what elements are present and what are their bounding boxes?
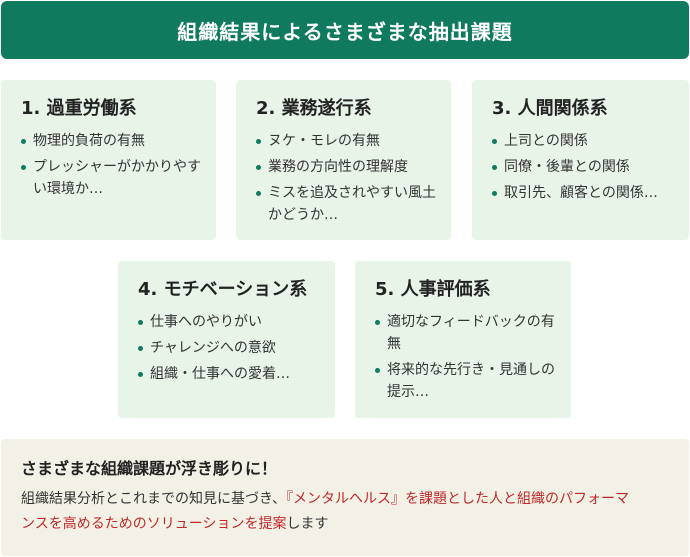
- card-item-list: 物理的負荷の有無 プレッシャーがかかりやすい環境か…: [21, 130, 202, 200]
- list-item: 業務の方向性の理解度: [256, 156, 437, 178]
- list-item: チャレンジへの意欲: [138, 337, 321, 359]
- card-title: 4. モチベーション系: [138, 279, 308, 300]
- bullet-icon: [138, 320, 143, 325]
- summary-body-suffix: します: [286, 516, 329, 532]
- card-title: 5. 人事評価系: [375, 279, 491, 300]
- banner-title: 組織結果によるさまざまな抽出課題: [177, 19, 513, 44]
- card-title: 2. 業務遂行系: [256, 98, 372, 119]
- list-item: 同僚・後輩との関係: [492, 156, 675, 178]
- category-card-overwork: 1. 過重労働系 物理的負荷の有無 プレッシャーがかかりやすい環境か…: [1, 80, 216, 240]
- bullet-icon: [138, 346, 143, 351]
- list-item: ヌケ・モレの有無: [256, 130, 437, 152]
- card-item-list: 適切なフィードバックの有無 将来的な先行き・見通しの提示…: [375, 311, 557, 403]
- bullet-icon: [492, 139, 497, 144]
- list-item: 適切なフィードバックの有無: [375, 311, 557, 355]
- banner: 組織結果によるさまざまな抽出課題: [1, 1, 689, 59]
- bullet-icon: [375, 320, 380, 325]
- list-item: 将来的な先行き・見通しの提示…: [375, 359, 557, 403]
- bullet-icon: [21, 139, 26, 144]
- category-card-motivation: 4. モチベーション系 仕事へのやりがい チャレンジへの意欲 組織・仕事への愛着…: [118, 261, 335, 418]
- bullet-icon: [256, 139, 261, 144]
- bullet-icon: [492, 191, 497, 196]
- bullet-icon: [138, 372, 143, 377]
- card-item-list: ヌケ・モレの有無 業務の方向性の理解度 ミスを追及されやすい風土かどうか…: [256, 130, 437, 226]
- card-item-list: 仕事へのやりがい チャレンジへの意欲 組織・仕事への愛着…: [138, 311, 321, 385]
- list-item: 組織・仕事への愛着…: [138, 363, 321, 385]
- card-item-list: 上司との関係 同僚・後輩との関係 取引先、顧客との関係…: [492, 130, 675, 204]
- category-card-evaluation: 5. 人事評価系 適切なフィードバックの有無 将来的な先行き・見通しの提示…: [355, 261, 571, 418]
- summary-box: さまざまな組織課題が浮き彫りに！ 組織結果分析とこれまでの知見に基づき、『メンタ…: [1, 439, 689, 556]
- bullet-icon: [256, 191, 261, 196]
- list-item: 物理的負荷の有無: [21, 130, 202, 152]
- list-item: ミスを追及されやすい風土かどうか…: [256, 182, 437, 226]
- bullet-icon: [21, 165, 26, 170]
- category-card-task-execution: 2. 業務遂行系 ヌケ・モレの有無 業務の方向性の理解度 ミスを追及されやすい風…: [236, 80, 451, 240]
- bullet-icon: [375, 368, 380, 373]
- summary-body-prefix: 組織結果分析とこれまでの知見に基づき、: [21, 491, 287, 507]
- summary-body-accent: 『メンタルヘルス』を課題とした人と組織のパフォーマンスを高めるためのソリューショ…: [21, 491, 630, 532]
- list-item: プレッシャーがかかりやすい環境か…: [21, 156, 202, 200]
- card-title: 1. 過重労働系: [21, 98, 137, 119]
- category-card-relationships: 3. 人間関係系 上司との関係 同僚・後輩との関係 取引先、顧客との関係…: [472, 80, 689, 240]
- summary-body: 組織結果分析とこれまでの知見に基づき、『メンタルヘルス』を課題とした人と組織のパ…: [21, 487, 641, 537]
- list-item: 上司との関係: [492, 130, 675, 152]
- summary-heading: さまざまな組織課題が浮き彫りに！: [21, 459, 278, 478]
- list-item: 仕事へのやりがい: [138, 311, 321, 333]
- card-title: 3. 人間関係系: [492, 98, 608, 119]
- bullet-icon: [256, 165, 261, 170]
- bullet-icon: [492, 165, 497, 170]
- list-item: 取引先、顧客との関係…: [492, 182, 675, 204]
